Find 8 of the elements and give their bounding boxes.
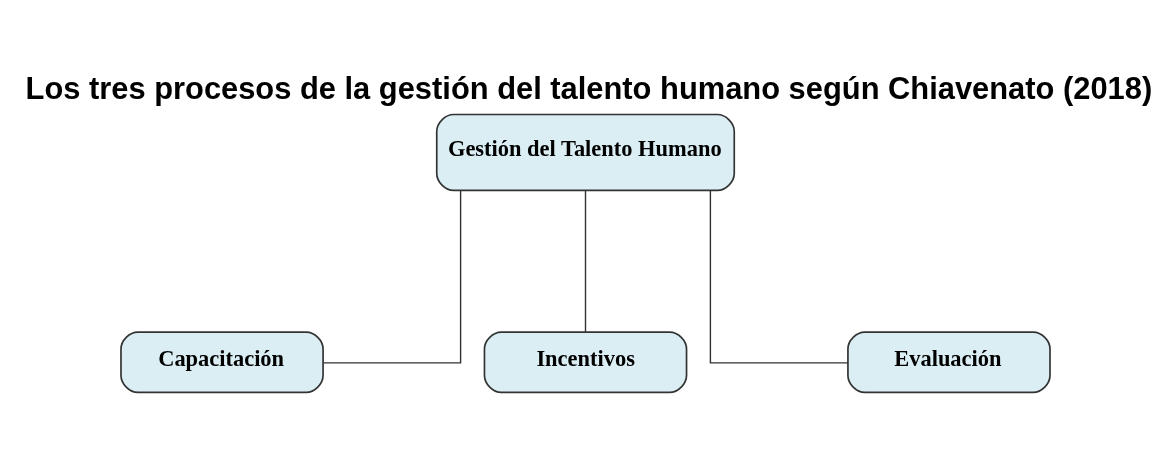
connector bbox=[709, 189, 849, 364]
connector bbox=[322, 189, 462, 364]
node-box: Gestión del Talento Humano bbox=[435, 113, 736, 191]
node-box: Evaluación bbox=[847, 330, 1051, 393]
node-box: Capacitación bbox=[120, 330, 324, 393]
connector bbox=[584, 189, 587, 333]
diagram-title: Los tres procesos de la gestión del talento humano según Chiavenato (2018) bbox=[25, 70, 1153, 106]
node-box: Incentivos bbox=[483, 330, 688, 393]
